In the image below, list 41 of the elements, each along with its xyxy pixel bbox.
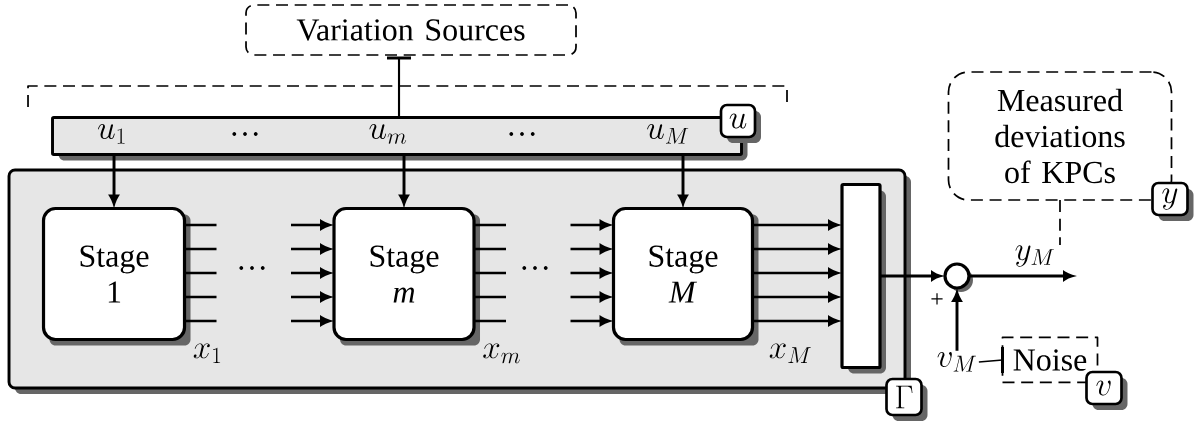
- arrow: [952, 291, 962, 351]
- arrow: [880, 271, 942, 281]
- arrow: [570, 220, 611, 230]
- arrow: [291, 292, 331, 302]
- arrow: [752, 220, 839, 230]
- stage-box: Stage m: [332, 206, 480, 346]
- tag-box: $u$: [719, 103, 761, 143]
- signal-label: $x_1$: [193, 343, 221, 363]
- tag-box: $\Gamma$: [885, 377, 928, 421]
- signal-label: $v_M$: [937, 352, 976, 372]
- arrow: [291, 268, 331, 278]
- arrow: [387, 56, 411, 118]
- arrow: [291, 316, 331, 326]
- arrow: [752, 292, 839, 302]
- tag-box: $v$: [1085, 370, 1128, 410]
- tag-box: $y$: [1151, 181, 1194, 221]
- arrow: [678, 154, 688, 205]
- arrow: [570, 292, 611, 302]
- output-bar: [840, 182, 886, 374]
- edge-label: $y_M$: [1015, 245, 1054, 267]
- arrow: [978, 347, 1004, 373]
- arrow: [291, 220, 331, 230]
- arrow: [752, 268, 839, 278]
- stage-box: Stage M: [611, 206, 759, 346]
- arrow: [109, 154, 119, 205]
- signal-label: $x_M$: [769, 343, 811, 363]
- ellipsis: …: [522, 266, 548, 270]
- dashed-box: Variation Sources: [245, 4, 577, 56]
- arrow: [291, 244, 331, 254]
- sign-label: +: [931, 293, 943, 305]
- summing-junction: [943, 262, 973, 292]
- arrow: [752, 316, 839, 326]
- stage-box: Stage 1: [41, 206, 191, 346]
- ellipsis: …: [239, 266, 265, 270]
- arrow: [570, 268, 611, 278]
- arrow: [570, 244, 611, 254]
- arrow: [752, 244, 839, 254]
- arrow: [570, 316, 611, 326]
- arrow: [969, 271, 1074, 281]
- signal-label: $x_m$: [483, 343, 520, 364]
- arrow: [399, 154, 409, 205]
